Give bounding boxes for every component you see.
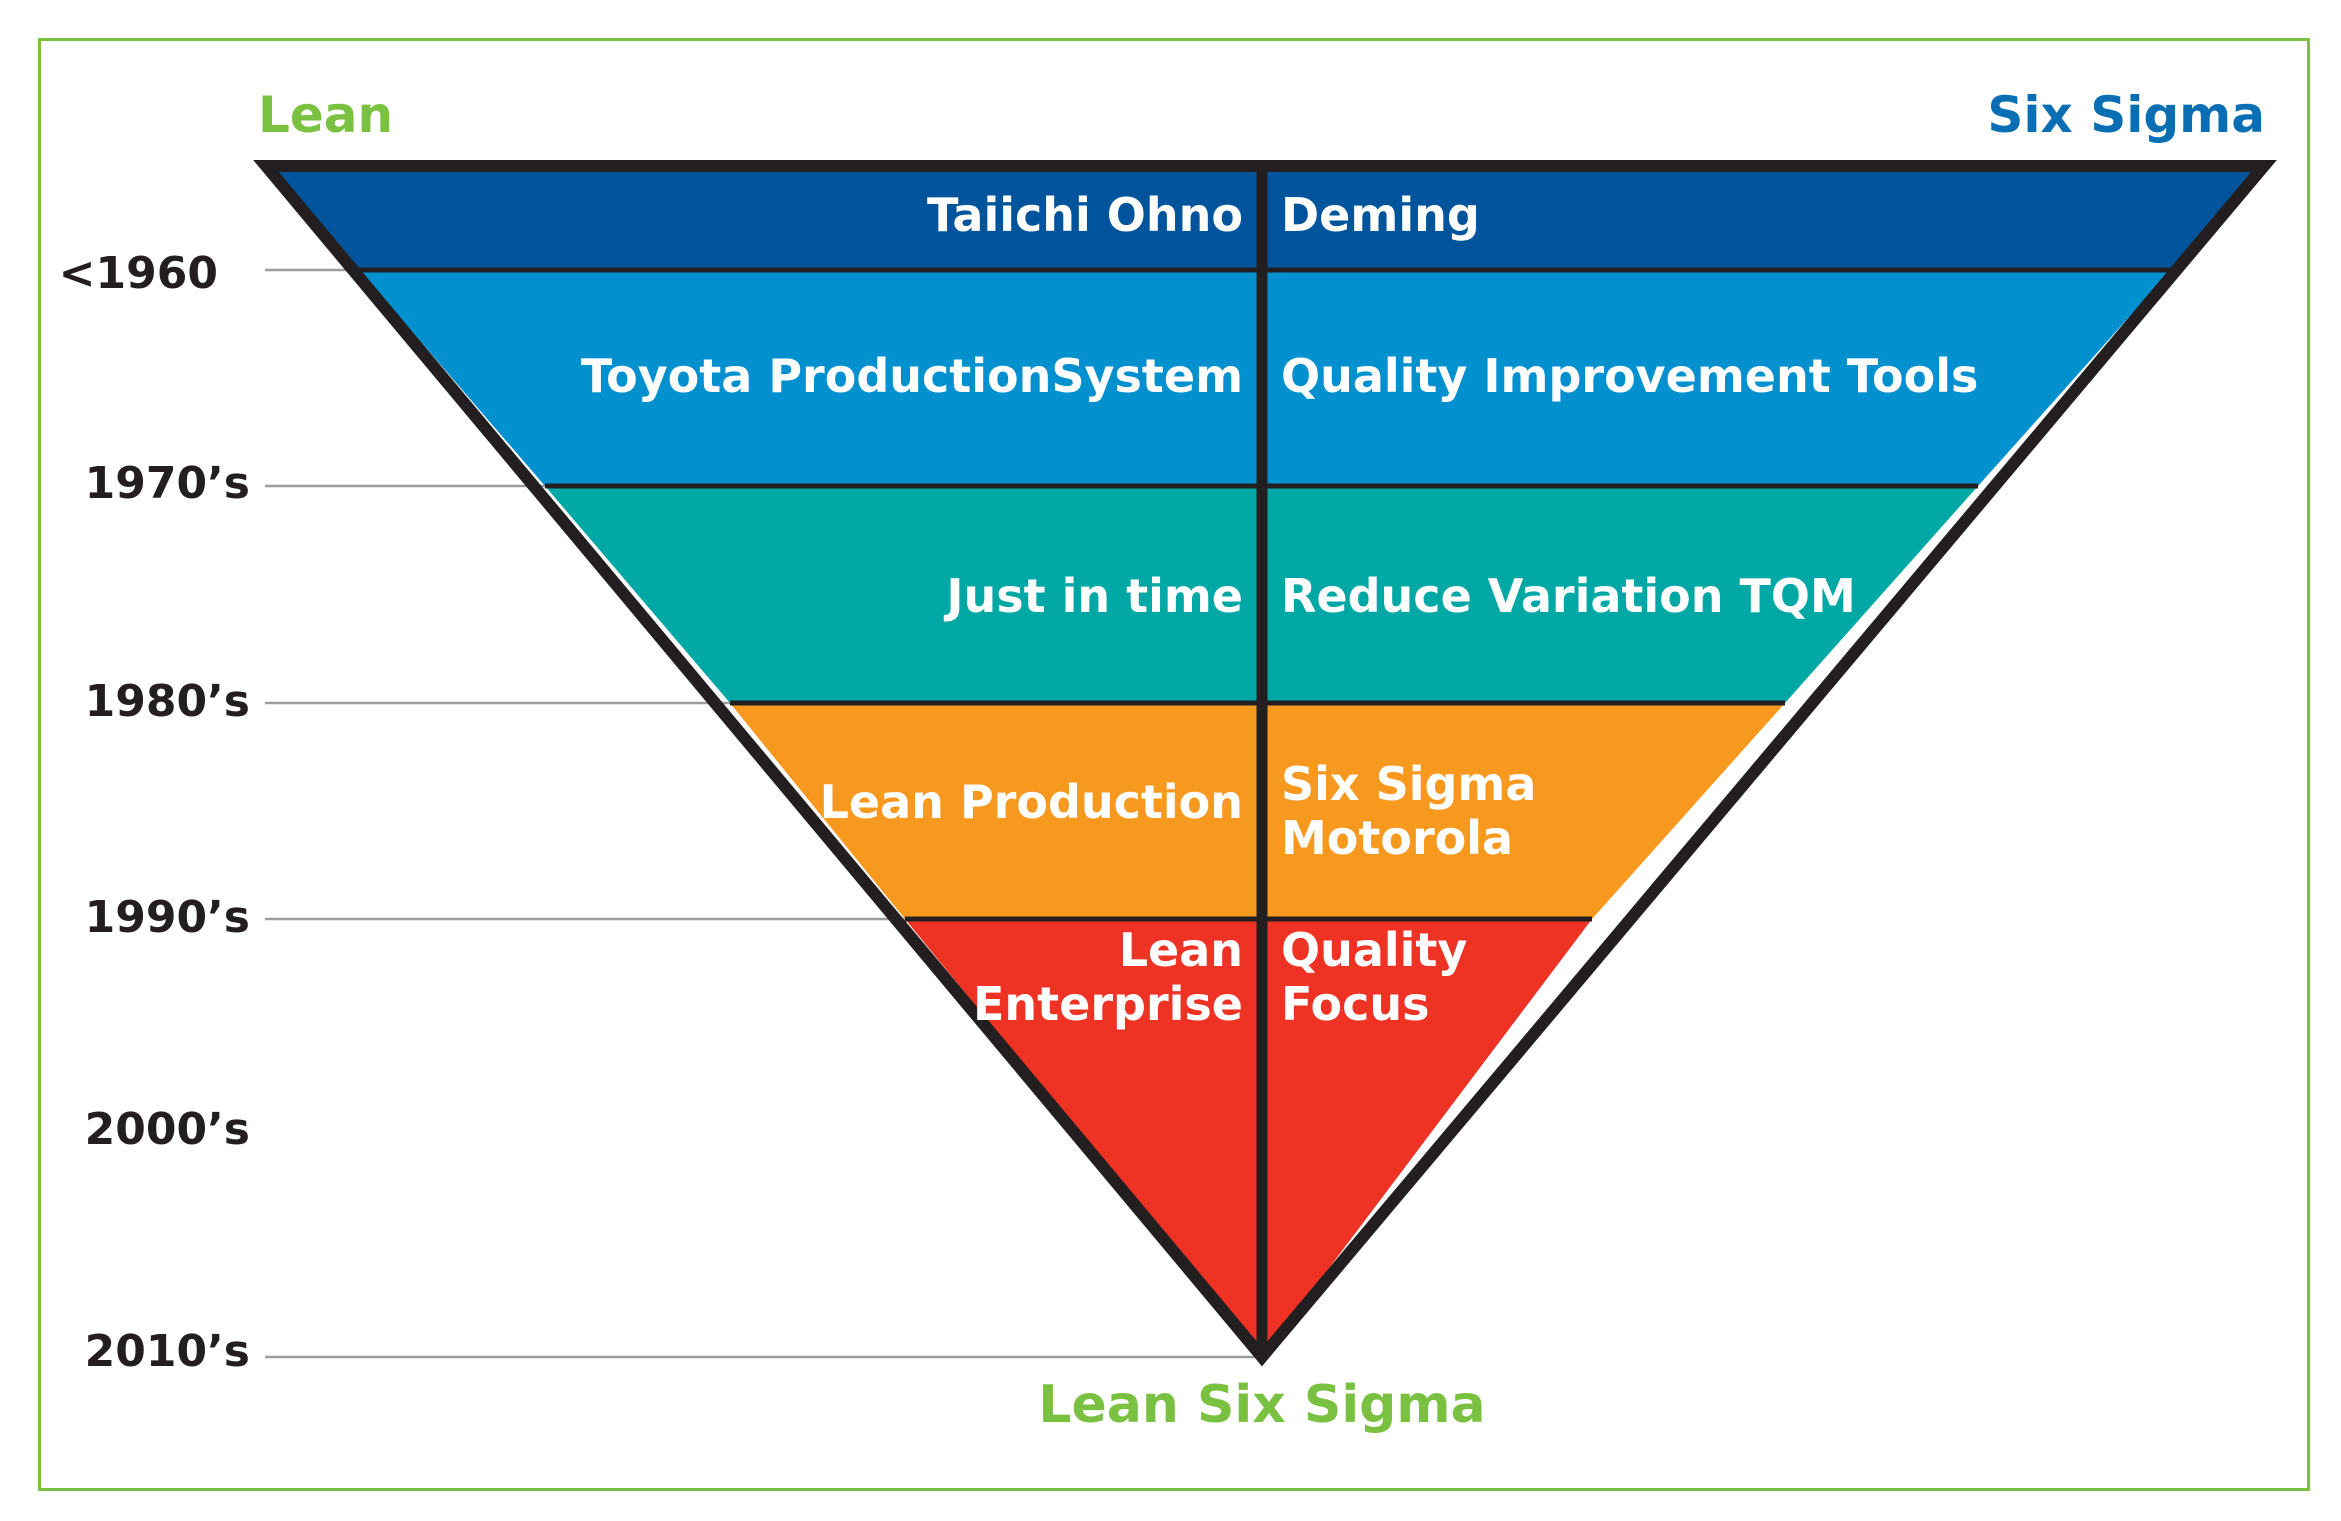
lean-labels: Taiichi Ohno Toyota ProductionSystem Jus… <box>581 188 1243 1031</box>
lean-label: Taiichi Ohno <box>927 188 1243 242</box>
era-label: 2000’s <box>85 1104 250 1155</box>
triangle-outline <box>253 160 2277 1367</box>
six-sigma-label: Six Sigma <box>1281 757 1536 811</box>
six-sigma-labels: Deming Quality Improvement Tools Reduce … <box>1281 188 1978 1031</box>
six-sigma-label: Quality Improvement Tools <box>1281 349 1978 403</box>
lean-six-sigma-header: Lean Six Sigma <box>1038 1375 1485 1435</box>
lean-label: Toyota ProductionSystem <box>581 349 1243 403</box>
lean-label: Just in time <box>943 569 1243 623</box>
lean-header: Lean <box>258 86 393 144</box>
era-label: 1970’s <box>85 458 250 509</box>
era-label: 1990’s <box>85 892 250 943</box>
lean-label: Lean <box>1119 923 1243 977</box>
lean-label: Lean Production <box>820 775 1243 829</box>
six-sigma-label: Reduce Variation TQM <box>1281 569 1856 623</box>
era-label: <1960 <box>59 248 218 299</box>
six-sigma-label: Focus <box>1281 977 1430 1031</box>
diagram-frame <box>38 38 2310 1491</box>
six-sigma-header: Six Sigma <box>1987 86 2265 144</box>
era-guides <box>265 268 1262 1359</box>
six-sigma-label: Motorola <box>1281 811 1513 865</box>
era-label: 2010’s <box>85 1326 250 1377</box>
era-labels: <1960 1970’s 1980’s 1990’s 2000’s 2010’s <box>59 248 250 1377</box>
six-sigma-label: Deming <box>1281 188 1480 242</box>
era-label: 1980’s <box>85 676 250 727</box>
lean-label: Enterprise <box>973 977 1243 1031</box>
band-1990s <box>905 919 1592 1357</box>
six-sigma-label: Quality <box>1281 923 1467 977</box>
